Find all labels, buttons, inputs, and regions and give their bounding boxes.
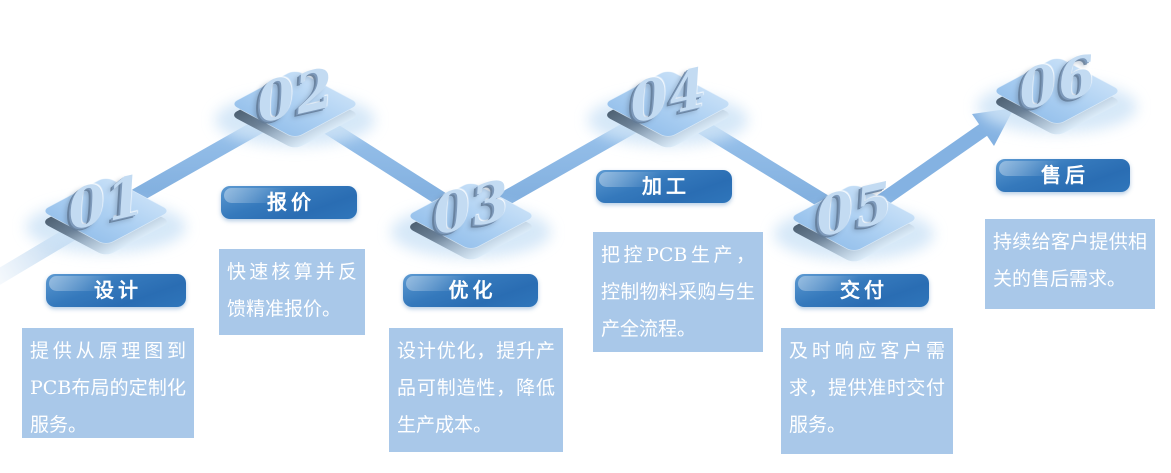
step-6-label: 售后 (996, 159, 1130, 192)
step-2-description: 快速核算并反馈精准报价。 (219, 249, 365, 335)
step-2-label: 报价 (221, 186, 357, 219)
step-6-description: 持续给客户提供相关的售后需求。 (985, 219, 1155, 309)
step-1-label: 设计 (46, 274, 186, 307)
step-5-description: 及时响应客户需求，提供准时交付服务。 (781, 328, 953, 454)
step-4-label: 加工 (596, 170, 732, 203)
step-3-description: 设计优化，提升产品可制造性，降低生产成本。 (389, 328, 563, 452)
step-1-description: 提供从原理图到PCB布局的定制化服务。 (22, 328, 194, 438)
step-3-label: 优化 (403, 274, 538, 307)
step-4-description: 把控PCB生产，控制物料采购与生产全流程。 (593, 232, 763, 352)
step-5-label: 交付 (795, 274, 929, 307)
